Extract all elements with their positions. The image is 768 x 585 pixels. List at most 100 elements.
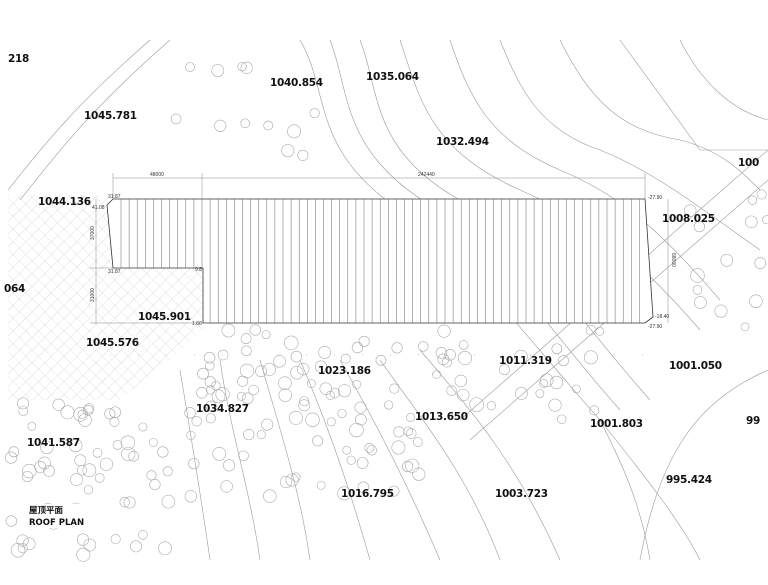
tree-symbol <box>405 458 420 473</box>
tree-symbol <box>288 410 303 425</box>
tree-symbol <box>486 401 496 411</box>
tree-symbol <box>204 376 216 388</box>
tree-symbol <box>205 361 215 371</box>
tree-symbol <box>10 543 26 558</box>
tree-symbol <box>284 335 299 351</box>
tree-symbol <box>16 534 29 547</box>
tree-symbol <box>109 416 120 427</box>
dim-right: 68000 <box>670 253 676 267</box>
tree-symbol <box>212 446 227 461</box>
tree-symbol <box>261 330 271 340</box>
spot-level: -18.40 <box>655 314 669 320</box>
elevation-label: 995.424 <box>666 474 712 486</box>
tree-symbol <box>435 347 448 359</box>
tree-symbol <box>539 379 549 388</box>
tree-symbol <box>188 458 200 470</box>
tree-symbol <box>273 354 286 368</box>
spot-level: -27.90 <box>648 324 662 330</box>
tree-symbol <box>364 442 375 453</box>
tree-symbol <box>454 374 467 388</box>
dim-top-left: 48000 <box>150 172 164 178</box>
elevation-label: 1041.587 <box>27 437 80 449</box>
tree-symbol <box>138 530 148 540</box>
drawing-title-cn: 屋顶平面 <box>29 505 64 516</box>
tree-symbol <box>203 351 216 364</box>
tree-symbol <box>457 388 470 402</box>
tree-symbol <box>312 435 324 447</box>
tree-symbol <box>256 430 266 440</box>
tree-symbol <box>128 450 140 462</box>
tree-symbol <box>340 353 351 364</box>
tree-symbol <box>109 406 121 419</box>
tree-symbol <box>418 341 429 352</box>
tree-symbol <box>356 457 369 469</box>
tree-symbol <box>186 430 196 440</box>
tree-symbol <box>514 349 528 364</box>
tree-symbol <box>112 440 123 450</box>
tree-symbol <box>240 333 252 345</box>
roof-panel-lines <box>120 199 640 323</box>
tree-symbol <box>314 360 328 373</box>
tree-symbol <box>70 473 83 487</box>
tree-symbol <box>18 406 29 416</box>
tree-symbol <box>557 414 567 424</box>
tree-symbol <box>149 478 161 491</box>
tree-symbol <box>384 400 394 410</box>
tree-symbol <box>714 304 728 318</box>
tree-symbol <box>458 340 469 350</box>
tree-symbol <box>17 543 28 554</box>
tree-symbol <box>255 365 267 378</box>
tree-symbol <box>239 363 255 379</box>
tree-symbol <box>499 364 510 376</box>
tree-symbol <box>161 494 176 509</box>
tree-symbol <box>243 428 255 441</box>
tree-symbol <box>406 413 416 422</box>
tree-symbol <box>539 373 554 388</box>
tree-symbol <box>238 450 249 462</box>
elevation-label: 1034.827 <box>196 403 249 415</box>
tree-symbol <box>83 485 94 495</box>
tree-symbol <box>515 387 528 400</box>
elevation-label: 1013.650 <box>415 411 468 423</box>
elevation-label: 100 <box>738 157 759 169</box>
tree-symbol <box>388 485 400 497</box>
tree-symbol <box>5 515 18 527</box>
tree-symbol <box>337 486 352 501</box>
elevation-label: 1045.781 <box>84 110 137 122</box>
spot-level: 31.87 <box>108 269 121 275</box>
tree-symbol <box>241 392 254 405</box>
tree-symbol <box>694 296 707 309</box>
tree-symbol <box>351 341 364 354</box>
tree-symbol <box>305 412 320 427</box>
tree-symbol <box>469 397 484 412</box>
tree-symbol <box>263 489 277 503</box>
tree-symbol <box>583 350 598 365</box>
spot-level: 31.87 <box>108 194 121 200</box>
tree-symbol <box>278 376 292 390</box>
tree-symbol <box>366 445 377 456</box>
elevation-label: 1040.854 <box>270 77 323 89</box>
tree-symbol <box>5 451 18 464</box>
tree-symbol <box>355 413 367 426</box>
tree-symbol <box>211 381 221 391</box>
tree-symbol <box>281 144 295 158</box>
tree-symbol <box>297 149 309 161</box>
tree-symbol <box>34 461 47 474</box>
tree-symbol <box>279 475 292 489</box>
tree-symbol <box>119 497 130 508</box>
paved-area-hatch <box>8 195 203 400</box>
tree-symbol <box>211 389 226 404</box>
tree-symbol <box>123 496 136 509</box>
tree-symbol <box>357 481 370 493</box>
tree-symbol <box>249 324 261 336</box>
tree-symbol <box>43 465 55 477</box>
tree-symbol <box>162 466 173 477</box>
spot-level: 9.8 <box>195 267 202 273</box>
elevation-label: 1045.901 <box>138 311 191 323</box>
tree-symbol <box>754 257 767 269</box>
tree-symbol <box>278 388 292 402</box>
elevation-label: 99 <box>746 415 760 427</box>
tree-symbol <box>338 384 352 398</box>
tree-symbol <box>684 204 697 217</box>
